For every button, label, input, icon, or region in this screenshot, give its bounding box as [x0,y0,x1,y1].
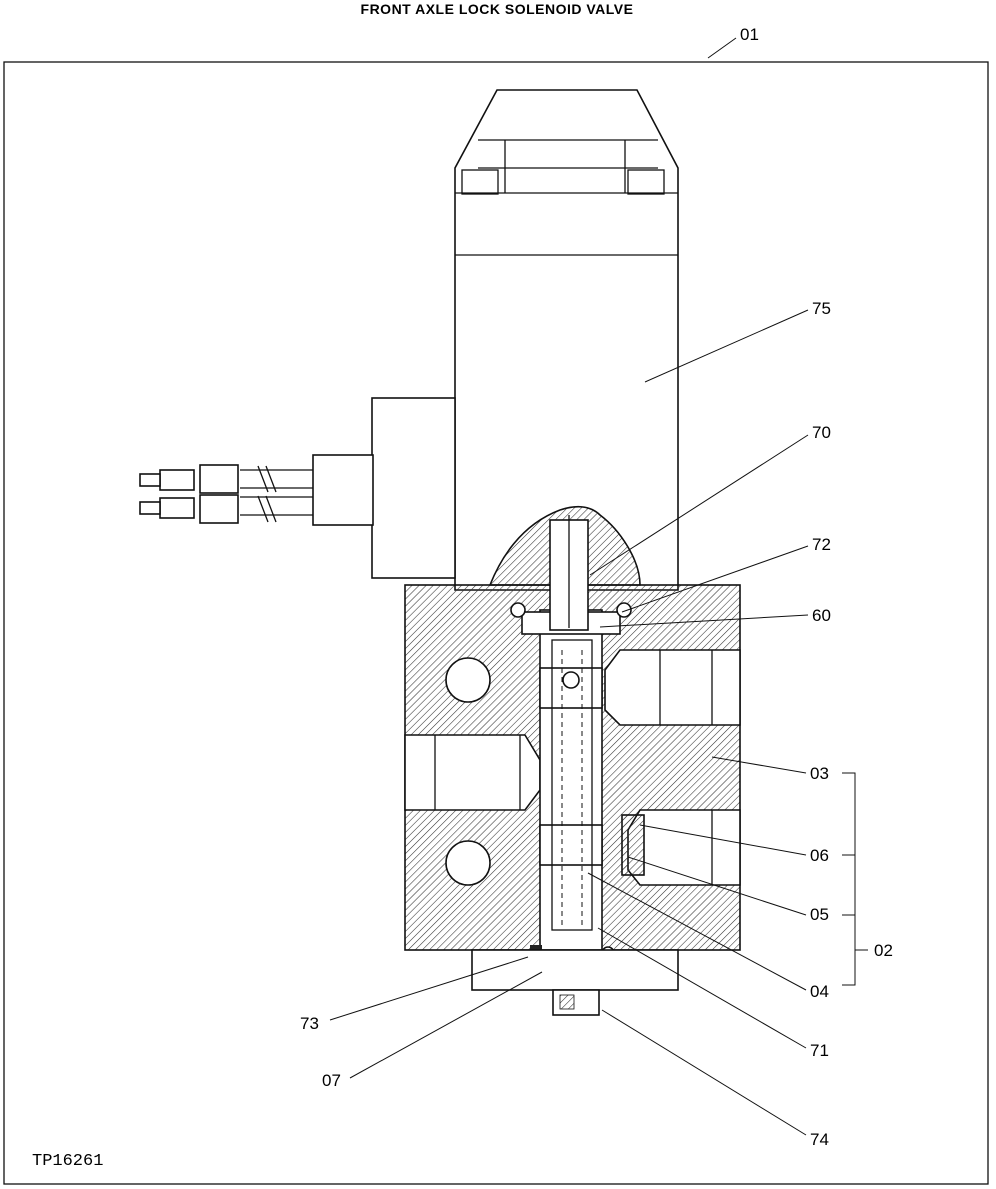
callout-03: 03 [810,764,829,783]
callout-04: 04 [810,982,829,1001]
bracket-02 [842,772,856,986]
leader-03 [711,756,807,774]
callout-60: 60 [812,606,831,625]
leader-72 [621,545,809,613]
frame-border [3,61,989,1185]
leader-70 [589,434,809,576]
leader-01 [707,37,737,59]
leader-05 [627,856,807,916]
callout-01: 01 [740,25,759,44]
leader-71 [597,927,807,1049]
callout-06: 06 [810,846,829,865]
leader-04 [587,872,807,991]
callout-02: 02 [874,941,893,960]
callout-05: 05 [810,905,829,924]
callout-70: 70 [812,423,831,442]
callout-71: 71 [810,1041,829,1060]
leader-75 [644,309,809,383]
leader-60 [599,614,809,628]
callout-75: 75 [812,299,831,318]
leader-06 [639,824,807,856]
plug-stem-mark [559,994,575,1010]
plug [471,949,679,991]
callout-73: 73 [300,1014,319,1033]
figure-code: TP16261 [32,1152,103,1171]
leader-74 [601,1009,807,1136]
callout-72: 72 [812,535,831,554]
leader-73 [329,956,529,1021]
callout-74: 74 [810,1130,829,1149]
electrical-connector [139,397,456,579]
callout-07: 07 [322,1071,341,1090]
solenoid-coil [454,89,679,591]
diagram-title: FRONT AXLE LOCK SOLENOID VALVE [361,1,634,17]
leader-07 [349,971,543,1079]
